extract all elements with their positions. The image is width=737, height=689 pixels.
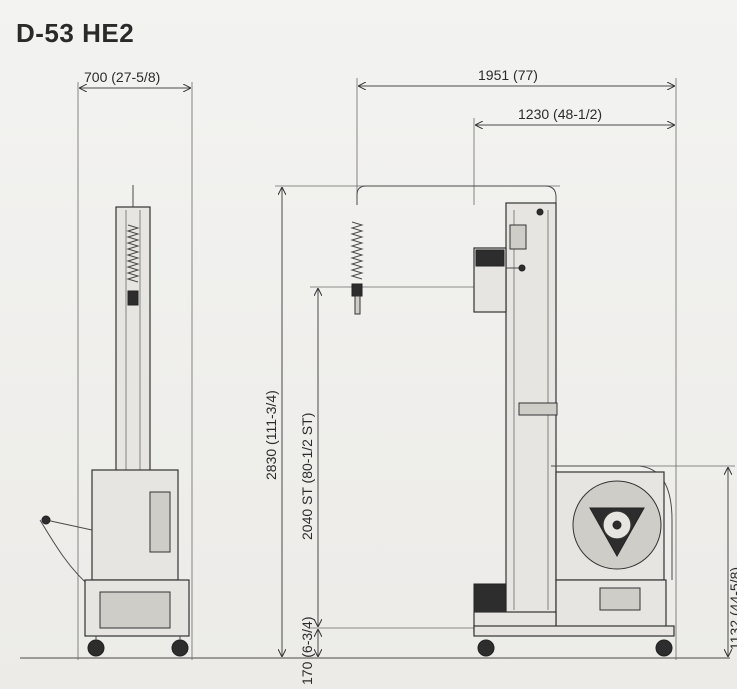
dim-total-height: 2830 (111-3/4) [263,390,279,480]
hanging-spring [350,221,364,280]
side-handle-knob [41,515,51,525]
hanging-head [351,283,363,297]
front-wheel-left [477,639,495,657]
side-handle-arc [39,519,93,589]
side-head [127,290,139,306]
dim-base-length: 1230 (48-1/2) [518,106,602,122]
dim-side-width: 700 (27-5/8) [84,69,160,85]
front-wheel-right [655,639,673,657]
side-wheel-right [171,639,189,657]
side-spring [126,224,140,283]
front-view: 1951 (77) 1230 (48-1/2) 2830 (111-3/4) 2… [263,67,737,685]
dim-table-height: 1132 (44-5/8) [727,567,737,650]
base-control-box [599,587,641,611]
dim-overall-length: 1951 (77) [478,67,538,83]
side-view: 700 (27-5/8) [39,69,193,660]
dim-stroke: 2040 ST (80-1/2 ST) [299,413,315,540]
front-chassis [473,625,675,637]
side-handle [45,519,93,531]
side-wheel-left [87,639,105,657]
side-reel [149,491,171,553]
page-title: D-53 HE2 [16,18,135,48]
overhead-arm [356,185,557,207]
upper-control [475,249,505,267]
lower-control [473,583,507,613]
dim-clearance: 170 (6-3/4) [299,617,315,685]
column-clamp [518,402,558,416]
